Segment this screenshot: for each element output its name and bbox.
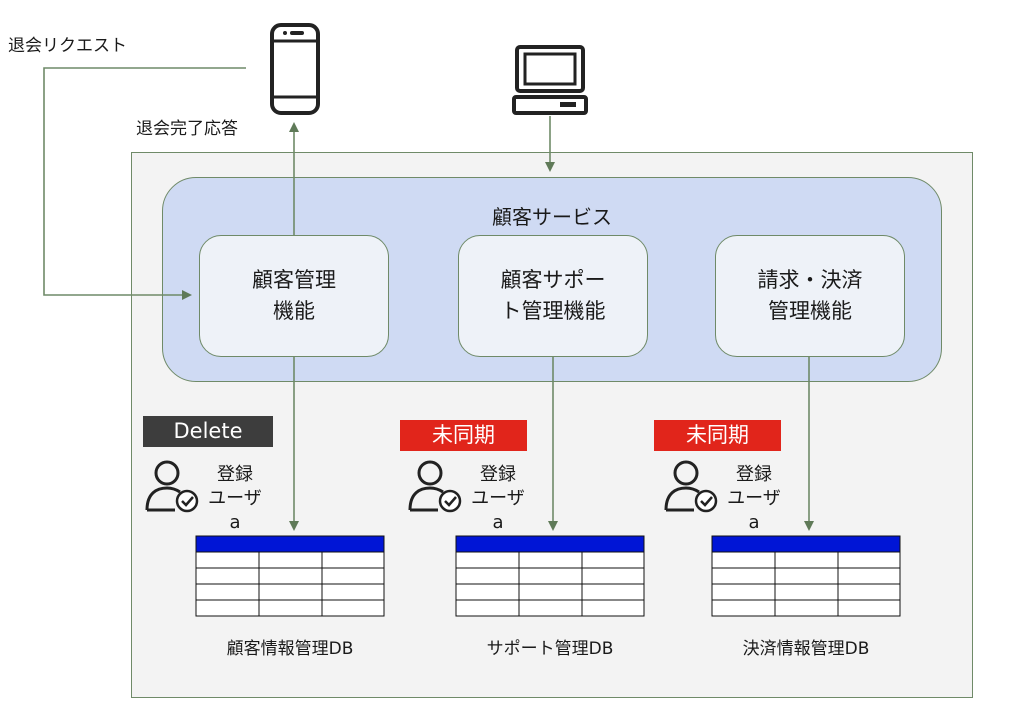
db-table-icon [455, 535, 645, 617]
customer-db-name: 顧客情報管理DB [226, 639, 354, 659]
function-label: 顧客管理 機能 [252, 268, 336, 323]
registered-user-label: 登録 ユーザa [471, 464, 525, 533]
registered-user-label: 登録 ユーザa [208, 464, 262, 533]
user-check-icon [664, 460, 718, 513]
support-management-function: 顧客サポー ト管理機能 [458, 235, 648, 357]
withdraw-request-arrow [43, 67, 246, 300]
user-check-icon [408, 460, 462, 513]
db-table-icon [195, 535, 385, 617]
db-table-icon [711, 535, 901, 617]
unsync-badge: 未同期 [400, 420, 527, 451]
payment-db-name: 決済情報管理DB [742, 639, 870, 659]
withdraw-complete-label: 退会完了応答 [136, 119, 238, 139]
user-check-icon [145, 460, 199, 513]
function-label: 請求・決済 管理機能 [757, 268, 863, 323]
delete-badge: Delete [143, 416, 273, 447]
function-label: 顧客サポー ト管理機能 [500, 268, 606, 323]
withdraw-request-label: 退会リクエスト [8, 36, 127, 56]
unsync-badge: 未同期 [654, 420, 781, 451]
registered-user-label: 登録 ユーザa [727, 464, 781, 533]
customer-management-function: 顧客管理 機能 [199, 235, 389, 357]
desktop-pc-icon [512, 45, 588, 115]
smartphone-icon [270, 23, 320, 115]
support-db-name: サポート管理DB [486, 639, 614, 659]
billing-payment-function: 請求・決済 管理機能 [715, 235, 905, 357]
customer-service-title: 顧客サービス [492, 205, 612, 229]
